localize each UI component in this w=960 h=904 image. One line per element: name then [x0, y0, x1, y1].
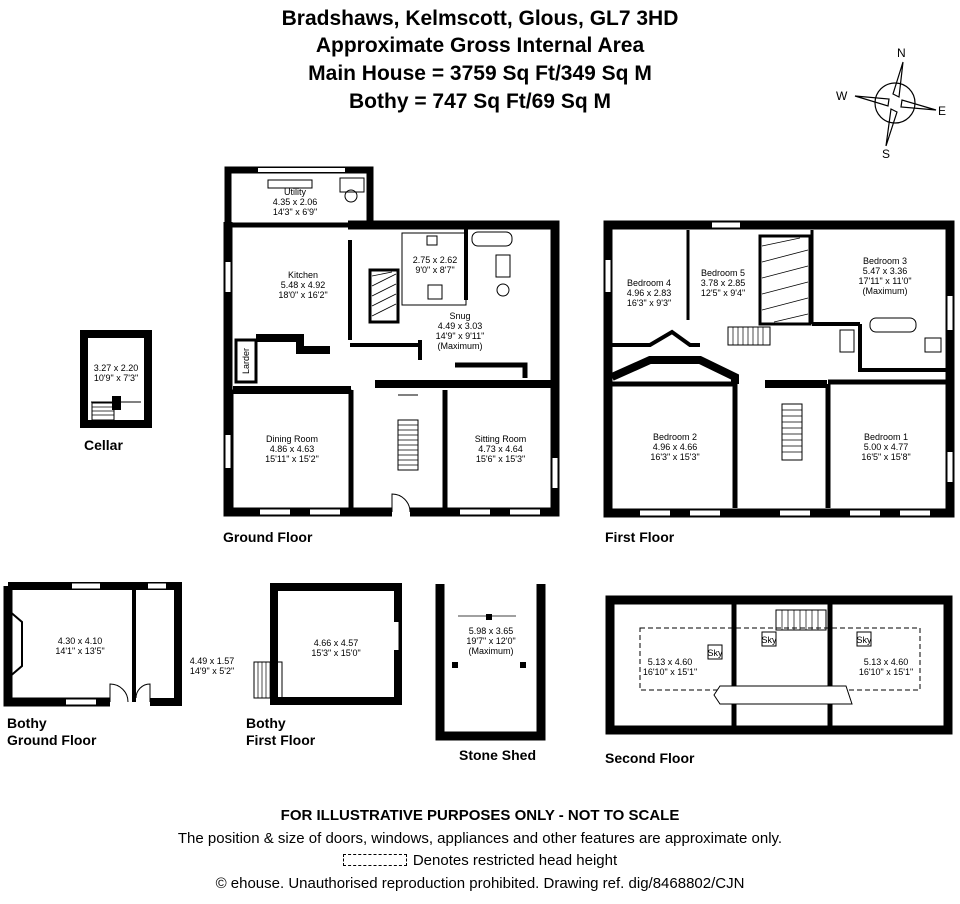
compass-rose-icon: [854, 61, 937, 147]
compass-east-label: E: [938, 104, 947, 118]
title-bothy-area: Bothy = 747 Sq Ft/69 Sq M: [349, 90, 611, 113]
room-larder: Larder: [241, 348, 251, 375]
floor-label-ground: Ground Floor: [223, 529, 313, 545]
first-floor-plan: [603, 220, 955, 518]
bothy-first-floor-plan: [253, 583, 402, 705]
title-area-heading: Approximate Gross Internal Area: [315, 34, 645, 57]
floor-label-cellar: Cellar: [84, 437, 123, 453]
ground-floor-plan: [223, 166, 560, 517]
floor-label-bothy-ground: Bothy Ground Floor: [7, 715, 96, 749]
title-main-house-area: Main House = 3759 Sq Ft/349 Sq M: [308, 62, 652, 85]
floor-label-bothy-first-line2: First Floor: [246, 732, 316, 748]
skylight-label-1: Sky: [707, 648, 723, 658]
bothy-ground-floor-plan: [3, 582, 182, 707]
floor-label-bothy-first: Bothy First Floor: [246, 715, 315, 749]
floor-label-bothy-first-line1: Bothy: [246, 715, 286, 731]
restricted-head-height-legend: Denotes restricted head height: [0, 851, 960, 870]
copyright-text: © ehouse. Unauthorised reproduction proh…: [215, 875, 745, 892]
second-floor-plan: [605, 595, 953, 735]
floor-label-bothy-ground-line2: Ground Floor: [7, 732, 97, 748]
title-address: Bradshaws, Kelmscott, Glous, GL7 3HD: [281, 7, 679, 30]
restricted-head-height-icon: [342, 854, 407, 866]
compass-south-label: S: [882, 147, 891, 161]
floor-label-first: First Floor: [605, 529, 675, 545]
compass-north-label: N: [897, 46, 906, 60]
floor-label-second: Second Floor: [605, 750, 695, 766]
compass-west-label: W: [836, 89, 848, 103]
floor-label-stone-shed: Stone Shed: [459, 747, 537, 763]
restricted-head-height-text: Denotes restricted head height: [412, 852, 618, 869]
cellar-plan: [80, 330, 152, 428]
skylight-label-2: Sky: [761, 635, 777, 645]
disclaimer-text: The position & size of doors, windows, a…: [177, 830, 783, 847]
stone-shed-plan: [435, 584, 546, 741]
floor-label-bothy-ground-line1: Bothy: [7, 715, 47, 731]
disclaimer-heading: FOR ILLUSTRATIVE PURPOSES ONLY - NOT TO …: [280, 807, 680, 824]
skylight-label-3: Sky: [856, 635, 872, 645]
